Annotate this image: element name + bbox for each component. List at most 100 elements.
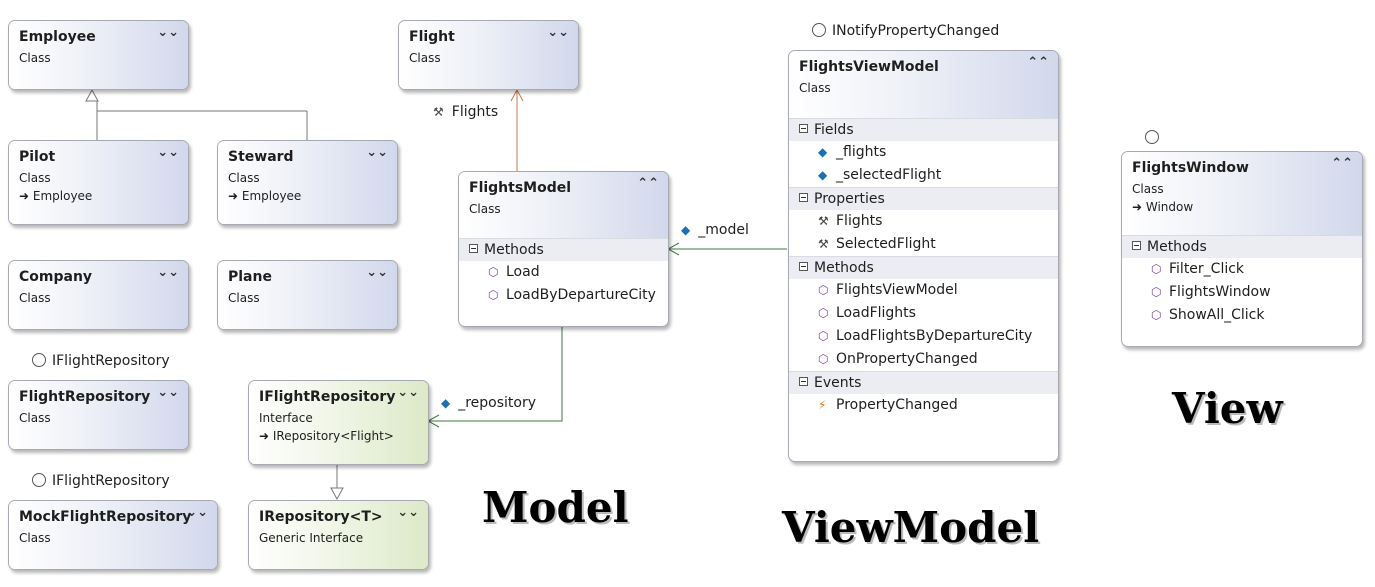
class-flights-window[interactable]: FlightsWindow Class ➜ Window ⌃⌃ Methods … xyxy=(1121,151,1363,347)
member-method[interactable]: ⬡FlightsWindow xyxy=(1122,281,1362,304)
interface-iflight-repository[interactable]: IFlightRepository Interface ➜ IRepositor… xyxy=(248,380,429,465)
class-inheritance: ➜ Window xyxy=(1132,200,1194,214)
method-icon: ⬡ xyxy=(818,283,829,297)
expand-chevron-icon[interactable]: ⌄⌄ xyxy=(157,25,179,40)
association-model xyxy=(666,242,787,256)
member-method[interactable]: ⬡LoadFlightsByDepartureCity xyxy=(789,325,1058,348)
class-stereotype: Class xyxy=(19,291,51,305)
member-property[interactable]: ⚒SelectedFlight xyxy=(789,233,1058,256)
expand-chevron-icon[interactable]: ⌄⌄ xyxy=(157,145,179,160)
class-stereotype: Class xyxy=(19,531,51,545)
class-steward[interactable]: Steward Class ➜ Employee ⌄⌄ xyxy=(217,140,398,225)
section-properties[interactable]: Properties xyxy=(789,187,1058,210)
section-methods[interactable]: Methods xyxy=(459,238,668,261)
class-title: Plane xyxy=(228,269,272,285)
method-icon: ⬡ xyxy=(488,288,499,302)
interface-lollipop-icon xyxy=(812,23,826,37)
member-property[interactable]: ⚒Flights xyxy=(789,210,1058,233)
collapse-toggle-icon[interactable] xyxy=(799,262,808,271)
member-method[interactable]: ⬡LoadByDepartureCity xyxy=(459,284,668,307)
layer-label-viewmodel: ViewModel xyxy=(782,503,1040,552)
class-title: Company xyxy=(19,269,93,285)
interface-irepository[interactable]: IRepository<T> Generic Interface ⌄⌄ xyxy=(248,500,429,570)
collapse-toggle-icon[interactable] xyxy=(469,244,478,253)
expand-chevron-icon[interactable]: ⌄⌄ xyxy=(366,145,388,160)
interface-inheritance: ➜ IRepository<Flight> xyxy=(259,429,394,443)
lollipop-inotifypropertychanged: INotifyPropertyChanged xyxy=(812,23,999,39)
expand-chevron-icon[interactable]: ⌄⌄ xyxy=(186,505,208,520)
protected-method-icon: ⬡ xyxy=(818,352,829,366)
class-title: FlightsWindow xyxy=(1132,160,1249,176)
interface-title: IFlightRepository xyxy=(259,389,396,405)
expand-chevron-icon[interactable]: ⌄⌄ xyxy=(157,385,179,400)
lollipop-flightswindow xyxy=(1145,130,1165,146)
field-icon: ◆ xyxy=(818,145,828,159)
class-title: Steward xyxy=(228,149,294,165)
collapse-chevron-icon[interactable]: ⌃⌃ xyxy=(637,176,659,191)
member-method[interactable]: ⬡Filter_Click xyxy=(1122,258,1362,281)
section-methods[interactable]: Methods xyxy=(789,256,1058,279)
field-icon: ◆ xyxy=(681,223,691,237)
class-stereotype: Class xyxy=(1132,182,1164,196)
class-title: Employee xyxy=(19,29,96,45)
interface-stereotype: Interface xyxy=(259,411,313,425)
class-stereotype: Class xyxy=(409,51,441,65)
label-flights: ⚒Flights xyxy=(433,104,499,120)
interface-stereotype: Generic Interface xyxy=(259,531,364,545)
member-method[interactable]: ⬡Load xyxy=(459,261,668,284)
lightning-icon: ⚡ xyxy=(818,398,827,412)
collapse-toggle-icon[interactable] xyxy=(799,193,808,202)
member-method[interactable]: ⬡ShowAll_Click xyxy=(1122,304,1362,327)
collapse-toggle-icon[interactable] xyxy=(1132,241,1141,250)
member-method[interactable]: ⬡FlightsViewModel xyxy=(789,279,1058,302)
member-method[interactable]: ⬡OnPropertyChanged xyxy=(789,348,1058,371)
collapse-toggle-icon[interactable] xyxy=(799,377,808,386)
class-flights-view-model[interactable]: FlightsViewModel Class ⌃⌃ Fields ◆_fligh… xyxy=(788,50,1059,462)
class-pilot[interactable]: Pilot Class ➜ Employee ⌄⌄ xyxy=(8,140,189,225)
section-fields[interactable]: Fields xyxy=(789,118,1058,141)
label-repository: ◆_repository xyxy=(441,395,537,411)
class-stereotype: Class xyxy=(469,202,501,216)
class-title: Flight xyxy=(409,29,455,45)
method-icon: ⬡ xyxy=(818,306,829,320)
class-stereotype: Class xyxy=(228,291,260,305)
collapse-chevron-icon[interactable]: ⌃⌃ xyxy=(1331,156,1353,171)
inherit-arrow-icon: ➜ xyxy=(1132,200,1146,214)
member-field[interactable]: ◆_selectedFlight xyxy=(789,164,1058,187)
member-field[interactable]: ◆_flights xyxy=(789,141,1058,164)
class-employee[interactable]: Employee Class ⌄⌄ xyxy=(8,20,189,90)
class-mock-flight-repository[interactable]: MockFlightRepository Class ⌄⌄ xyxy=(8,500,218,570)
private-method-icon: ⬡ xyxy=(1151,262,1162,276)
expand-chevron-icon[interactable]: ⌄⌄ xyxy=(397,385,419,400)
class-company[interactable]: Company Class ⌄⌄ xyxy=(8,260,189,330)
inherit-arrow-icon: ➜ xyxy=(19,189,33,203)
class-title: FlightsModel xyxy=(469,180,572,196)
method-icon: ⬡ xyxy=(1151,285,1162,299)
class-inheritance: ➜ Employee xyxy=(19,189,93,203)
member-event[interactable]: ⚡PropertyChanged xyxy=(789,394,1058,417)
interface-title: IRepository<T> xyxy=(259,509,383,525)
section-events[interactable]: Events xyxy=(789,371,1058,394)
association-flights xyxy=(510,88,524,171)
inherit-arrow-icon: ➜ xyxy=(259,429,273,443)
member-method[interactable]: ⬡LoadFlights xyxy=(789,302,1058,325)
inheritance-employee xyxy=(85,88,308,140)
class-flight[interactable]: Flight Class ⌄⌄ xyxy=(398,20,579,90)
expand-chevron-icon[interactable]: ⌄⌄ xyxy=(397,505,419,520)
expand-chevron-icon[interactable]: ⌄⌄ xyxy=(547,25,569,40)
expand-chevron-icon[interactable]: ⌄⌄ xyxy=(157,265,179,280)
layer-label-model: Model xyxy=(482,483,629,532)
inherit-arrow-icon: ➜ xyxy=(228,189,242,203)
class-plane[interactable]: Plane Class ⌄⌄ xyxy=(217,260,398,330)
class-stereotype: Class xyxy=(19,411,51,425)
expand-chevron-icon[interactable]: ⌄⌄ xyxy=(366,265,388,280)
interface-lollipop-icon xyxy=(1145,130,1159,144)
class-title: Pilot xyxy=(19,149,56,165)
class-flights-model[interactable]: FlightsModel Class ⌃⌃ Methods ⬡Load ⬡Loa… xyxy=(458,171,669,327)
collapse-toggle-icon[interactable] xyxy=(799,124,808,133)
lollipop-iflightrepository-1: IFlightRepository xyxy=(32,353,170,369)
class-flight-repository[interactable]: FlightRepository Class ⌄⌄ xyxy=(8,380,189,450)
class-title: FlightRepository xyxy=(19,389,151,405)
collapse-chevron-icon[interactable]: ⌃⌃ xyxy=(1027,55,1049,70)
section-methods[interactable]: Methods xyxy=(1122,235,1362,258)
